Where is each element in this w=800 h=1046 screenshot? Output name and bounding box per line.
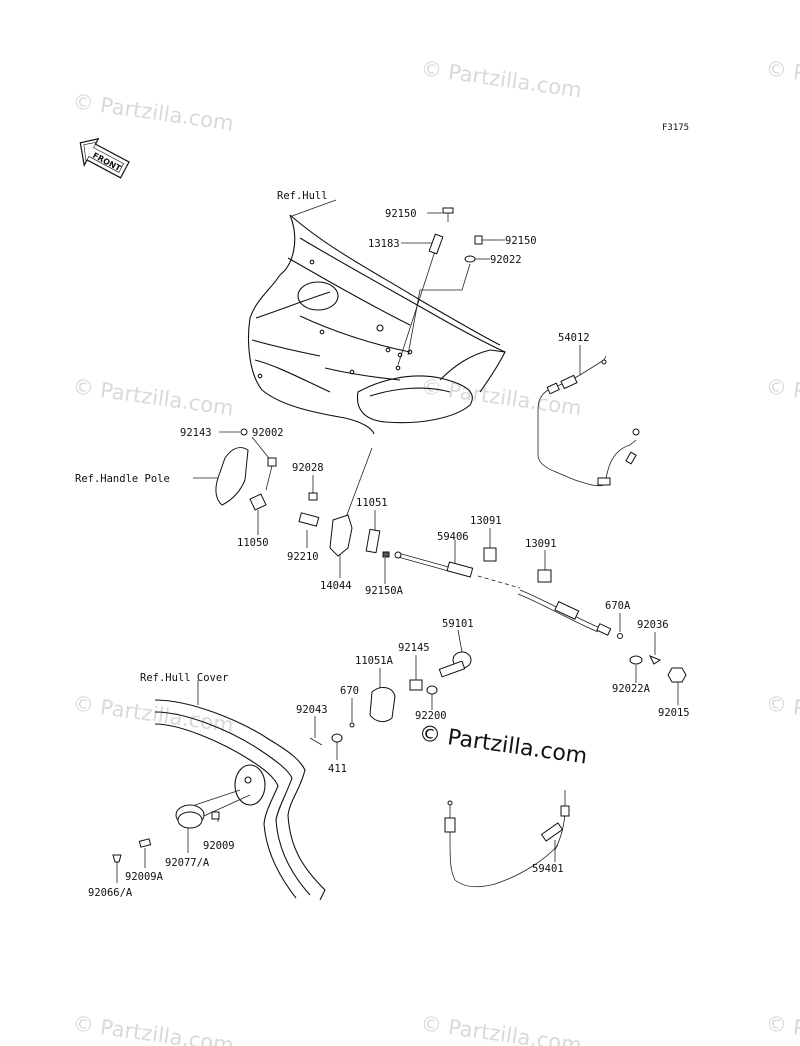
watermarks: © Partzilla.com © Partzilla.com © Partzi… (71, 56, 800, 1046)
part-label-92009: 92009 (203, 840, 235, 852)
diagram-id: F3175 (662, 123, 689, 133)
part-label-92028: 92028 (292, 462, 324, 474)
parts (112, 207, 687, 888)
ring-670A (617, 633, 623, 639)
watermark: © Partzilla.com (419, 374, 583, 420)
collar-92145 (409, 679, 423, 691)
watermark: © Partzilla.com (71, 89, 235, 135)
part-label-92150A: 92150A (365, 585, 404, 597)
part-label-92022: 92022 (490, 254, 522, 266)
part-label-59406: 59406 (437, 531, 469, 543)
collar-92210 (298, 512, 320, 527)
part-label-92143: 92143 (180, 427, 212, 439)
part-label-92036: 92036 (637, 619, 669, 631)
bolt-92150-right (474, 235, 483, 245)
watermark: © Partzilla.com (71, 1011, 235, 1046)
brand-url: © Partzilla.com (417, 721, 589, 769)
ring-670 (349, 722, 355, 728)
watermark: © Partzilla.com (764, 1011, 800, 1046)
washer-92200 (426, 685, 438, 695)
ref-hull-label: Ref.Hull (277, 190, 328, 202)
handle-pole-bracket (215, 447, 249, 506)
screw-92009A (138, 838, 152, 848)
nut-92028 (308, 492, 318, 501)
bracket-13183 (428, 233, 444, 255)
ref-handle-pole-label: Ref.Handle Pole (75, 473, 170, 485)
part-label-13091: 13091 (525, 538, 557, 550)
part-label-92066A: 92066/A (88, 887, 133, 899)
clip-92036 (648, 655, 662, 665)
part-label-14044: 14044 (320, 580, 352, 592)
part-label-54012: 54012 (558, 332, 590, 344)
cable-54012 (537, 355, 640, 487)
part-labels: 92150 13183 92150 92022 54012 92143 9200… (88, 208, 690, 899)
part-label-59401: 59401 (532, 863, 564, 875)
bolt-92002 (267, 457, 277, 467)
watermark: © Partzilla.com (764, 691, 800, 737)
part-label-92015: 92015 (658, 707, 690, 719)
part-label-92145: 92145 (398, 642, 430, 654)
part-label-92077A: 92077/A (165, 857, 210, 869)
pin-92143 (240, 428, 248, 436)
washer-92022 (464, 255, 476, 263)
part-label-59101: 59101 (442, 618, 474, 630)
part-label-13183: 13183 (368, 238, 400, 250)
plate-11051 (365, 528, 381, 554)
part-label-92009A: 92009A (125, 871, 164, 883)
plate-11051A (369, 687, 396, 723)
watermark: © Partzilla.com (764, 374, 800, 420)
watermark: © Partzilla.com (419, 1011, 583, 1046)
part-label-13091: 13091 (470, 515, 502, 527)
watermark: © Partzilla.com (71, 691, 235, 737)
pin-92043 (309, 737, 323, 746)
part-label-11051: 11051 (356, 497, 388, 509)
part-label-670A: 670A (605, 600, 631, 612)
bracket-14044 (329, 514, 353, 557)
bolt-92150A (382, 551, 390, 558)
screw-92009 (211, 811, 220, 820)
front-arrow-icon: FRONT (79, 137, 130, 179)
part-label-670: 670 (340, 685, 359, 697)
watermark: © Partzilla.com (419, 56, 583, 102)
grommet-13091-a (483, 547, 497, 562)
bolt-92150-top (442, 207, 454, 214)
washer-92022A (629, 655, 643, 665)
knob-92077 (175, 804, 205, 829)
leader-lines (116, 199, 679, 883)
part-label-92210: 92210 (287, 551, 319, 563)
nut-92015 (667, 667, 687, 683)
grommet-13091-b (537, 569, 552, 583)
cap-92066A (112, 854, 122, 863)
part-label-92150: 92150 (385, 208, 417, 220)
part-label-411: 411 (328, 763, 347, 775)
hull-cover-drawing (154, 699, 326, 901)
ref-hull-cover-label: Ref.Hull Cover (140, 672, 229, 684)
part-label-92043: 92043 (296, 704, 328, 716)
part-label-92022A: 92022A (612, 683, 651, 695)
part-label-92200: 92200 (415, 710, 447, 722)
part-label-92002: 92002 (252, 427, 284, 439)
cable-59406 (394, 551, 612, 636)
lever-59101 (438, 651, 472, 678)
washer-411 (331, 733, 343, 743)
cable-59401 (444, 790, 570, 888)
clamp-11050 (249, 493, 267, 511)
part-label-92150: 92150 (505, 235, 537, 247)
part-label-11050: 11050 (237, 537, 269, 549)
part-label-11051A: 11051A (355, 655, 394, 667)
hull-drawing (247, 214, 506, 435)
watermark: © Partzilla.com (71, 374, 235, 420)
watermark: © Partzilla.com (764, 56, 800, 102)
